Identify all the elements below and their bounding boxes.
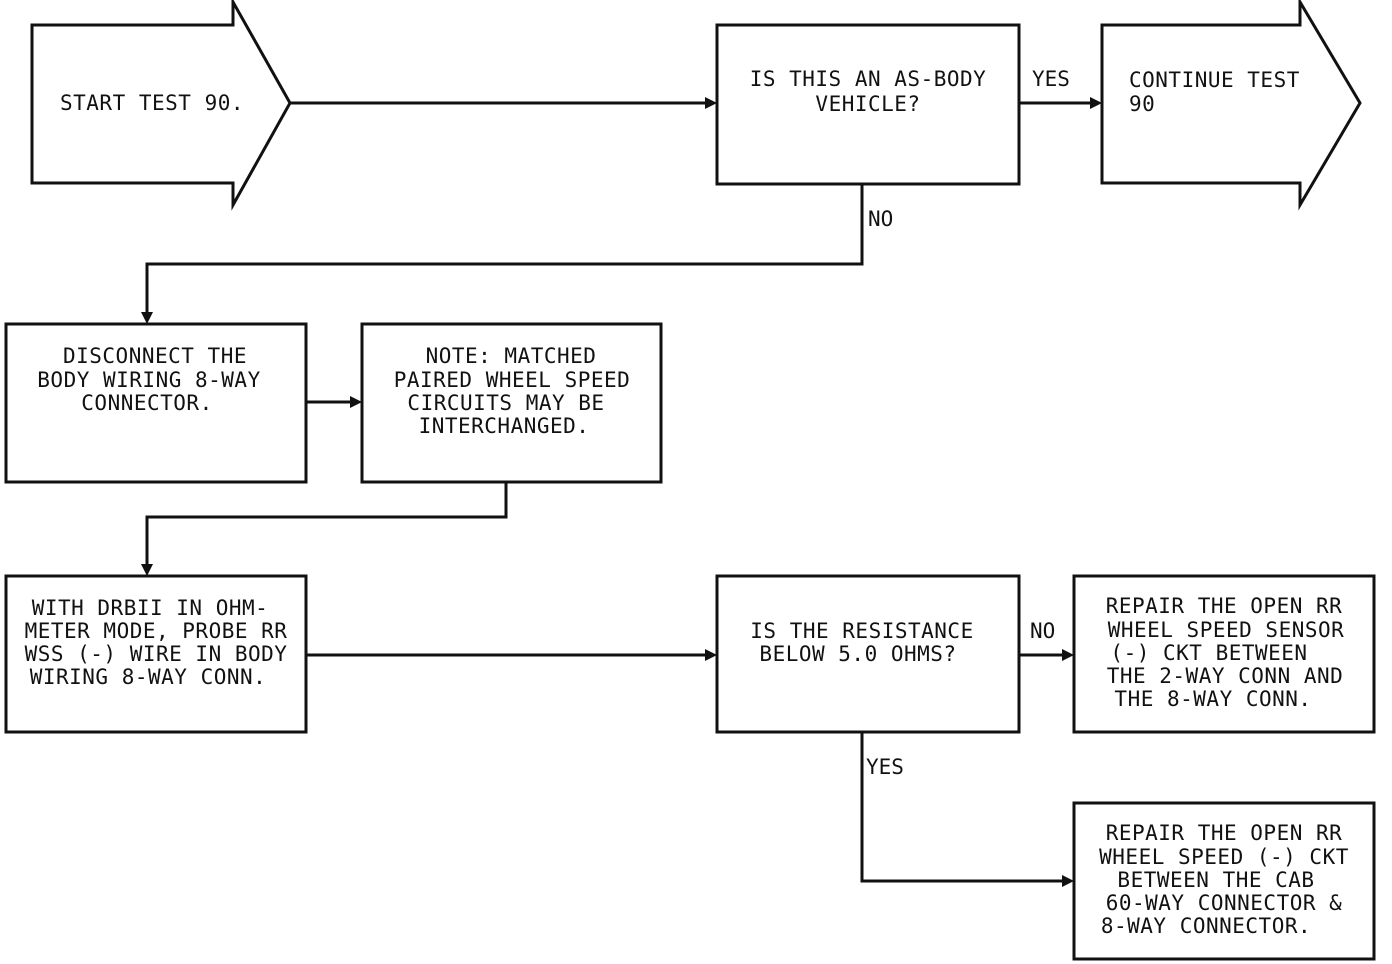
as-body-question-line: VEHICLE? — [815, 92, 920, 116]
resistance-question-line: BELOW 5.0 OHMS? — [759, 642, 956, 666]
continue-arrow-shape — [1100, 0, 1362, 211]
connector-start-to-question — [290, 97, 717, 109]
repair-cab-line: BETWEEN THE CAB — [1117, 868, 1314, 892]
note-line: INTERCHANGED. — [419, 414, 590, 438]
repair-sensor-line: THE 2-WAY CONN AND — [1107, 664, 1344, 688]
connector-question-no-to-disconnect — [141, 184, 864, 324]
repair-sensor-line: REPAIR THE OPEN RR — [1106, 594, 1343, 618]
probe-line: WIRING 8-WAY CONN. — [30, 665, 267, 689]
start-label: START TEST 90. — [60, 91, 244, 115]
probe-line: METER MODE, PROBE RR — [25, 619, 288, 643]
probe-line: WSS (-) WIRE IN BODY — [25, 642, 288, 666]
connector-probe-to-resistance — [306, 649, 717, 661]
repair-sensor-line: THE 8-WAY CONN. — [1114, 687, 1311, 711]
resistance-question-line: IS THE RESISTANCE — [750, 619, 973, 643]
repair-cab-line: 60-WAY CONNECTOR & — [1106, 891, 1343, 915]
edge-label-no: NO — [868, 207, 893, 231]
edge-label-yes: YES — [1032, 67, 1070, 91]
resistance-question-box — [715, 574, 1021, 734]
start-arrow-shape — [30, 0, 292, 211]
probe-line: WITH DRBII IN OHM- — [32, 596, 269, 620]
connector-note-to-probe — [141, 482, 508, 576]
connector-resistance-yes-to-repair-cab — [860, 732, 1074, 887]
as-body-question-line: IS THIS AN AS-BODY — [750, 67, 987, 91]
repair-cab-line: 8-WAY CONNECTOR. — [1101, 914, 1311, 938]
repair-sensor-line: WHEEL SPEED SENSOR — [1108, 618, 1345, 642]
note-line: CIRCUITS MAY BE — [407, 391, 604, 415]
connector-resistance-no-to-repair-sensor — [1019, 649, 1074, 661]
edge-label-no: NO — [1030, 619, 1055, 643]
repair-cab-box — [1072, 801, 1376, 961]
note-line: NOTE: MATCHED — [426, 344, 597, 368]
repair-cab-line: WHEEL SPEED (-) CKT — [1099, 845, 1349, 869]
continue-label-line: CONTINUE TEST — [1129, 68, 1300, 92]
disconnect-box — [4, 322, 308, 484]
continue-label-line: 90 — [1129, 92, 1155, 116]
connector-question-yes-to-continue — [1019, 97, 1102, 109]
edge-label-yes: YES — [866, 755, 904, 779]
note-box — [360, 322, 663, 484]
disconnect-line: BODY WIRING 8-WAY — [37, 368, 260, 392]
disconnect-line: DISCONNECT THE — [63, 344, 247, 368]
disconnect-line: CONNECTOR. — [81, 391, 212, 415]
note-line: PAIRED WHEEL SPEED — [394, 368, 631, 392]
repair-cab-line: REPAIR THE OPEN RR — [1106, 821, 1343, 845]
connector-disconnect-to-note — [306, 396, 362, 408]
as-body-question-box — [715, 23, 1021, 186]
repair-sensor-box — [1072, 574, 1376, 734]
repair-sensor-line: (-) CKT BETWEEN — [1110, 641, 1307, 665]
